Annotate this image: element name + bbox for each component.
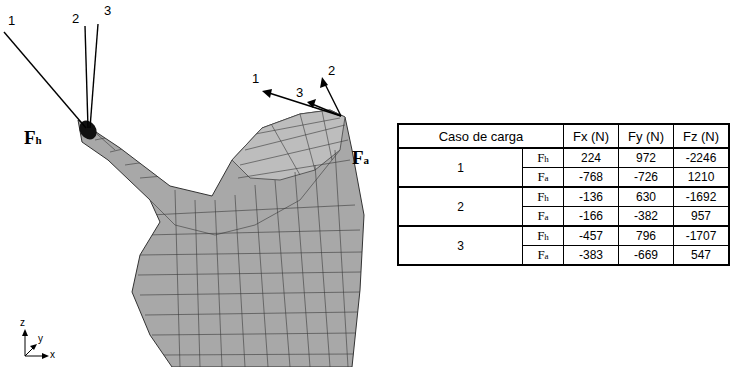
table-cell: Fy (N) (619, 124, 674, 148)
table-cell: -383 (564, 246, 619, 266)
force-name: Fa (537, 169, 548, 185)
force-value: 547 (691, 248, 711, 262)
force-value: -669 (634, 248, 658, 262)
force-name: Fa (537, 247, 548, 263)
force-name: Fa (537, 208, 548, 224)
force-value: -768 (579, 170, 603, 184)
force-label: Fa (352, 148, 369, 167)
table-cell: 2 (398, 187, 523, 226)
table-header: Fz (N) (683, 129, 719, 144)
force-name: Fh (537, 189, 549, 205)
force-value: -457 (579, 229, 603, 243)
load-case-number: 2 (328, 64, 335, 77)
load-case-table: Caso de cargaFx (N)Fy (N)Fz (N)1Fh224972… (397, 123, 730, 266)
force-name: Fh (537, 150, 549, 166)
table-cell: -136 (564, 187, 619, 207)
table-cell: 1 (398, 148, 523, 187)
table-header: Fy (N) (628, 129, 664, 144)
table-cell: -768 (564, 168, 619, 188)
force-value: -726 (634, 170, 658, 184)
force-label: Fh (24, 128, 42, 147)
load-case-number: 3 (104, 4, 111, 17)
table-cell: Caso de carga (398, 124, 564, 148)
force-value: 972 (636, 151, 656, 165)
force-value: 796 (636, 229, 656, 243)
force-value: 224 (581, 151, 601, 165)
table-cell: 972 (619, 148, 674, 168)
table-cell: 547 (674, 246, 730, 266)
axis-label: z (20, 318, 25, 328)
table-cell: -382 (619, 207, 674, 227)
force-value: 957 (691, 209, 711, 223)
table-cell: Fh (523, 148, 564, 168)
table-cell: -166 (564, 207, 619, 227)
force-value: -383 (579, 248, 603, 262)
axis-triad (22, 329, 49, 359)
load-case-number: 2 (72, 12, 79, 25)
table-cell: 224 (564, 148, 619, 168)
force-value: 1210 (688, 170, 715, 184)
abductor-force-arrows (262, 77, 341, 116)
femur-mesh (76, 110, 364, 367)
table-cell: Fh (523, 226, 564, 246)
table-cell: Fa (523, 207, 564, 227)
force-value: 630 (636, 190, 656, 204)
case-number: 2 (457, 200, 464, 214)
table-cell: Fx (N) (564, 124, 619, 148)
table-cell: 1210 (674, 168, 730, 188)
table-cell: Fa (523, 168, 564, 188)
case-number: 3 (457, 239, 464, 253)
table-cell: -726 (619, 168, 674, 188)
table-cell: 957 (674, 207, 730, 227)
table-cell: 630 (619, 187, 674, 207)
force-value: -136 (579, 190, 603, 204)
force-value: -2246 (686, 151, 717, 165)
hip-force-lines (4, 24, 98, 128)
load-case-number: 3 (296, 86, 303, 99)
force-value: -1707 (686, 229, 717, 243)
axis-label: x (50, 350, 55, 360)
case-number: 1 (457, 161, 464, 175)
axis-label: y (38, 334, 43, 344)
table-cell: -2246 (674, 148, 730, 168)
load-case-number: 1 (252, 72, 259, 85)
force-value: -382 (634, 209, 658, 223)
table-cell: Fz (N) (674, 124, 730, 148)
table-cell: 3 (398, 226, 523, 265)
force-value: -166 (579, 209, 603, 223)
table-cell: -457 (564, 226, 619, 246)
table-cell: -1692 (674, 187, 730, 207)
force-name: Fh (537, 228, 549, 244)
table-cell: Fa (523, 246, 564, 266)
table-cell: Fh (523, 187, 564, 207)
load-case-number: 1 (8, 14, 15, 27)
table-header: Fx (N) (573, 129, 609, 144)
force-value: -1692 (686, 190, 717, 204)
table-cell: 796 (619, 226, 674, 246)
table-cell: -1707 (674, 226, 730, 246)
table-header: Caso de carga (439, 129, 524, 144)
table-cell: -669 (619, 246, 674, 266)
